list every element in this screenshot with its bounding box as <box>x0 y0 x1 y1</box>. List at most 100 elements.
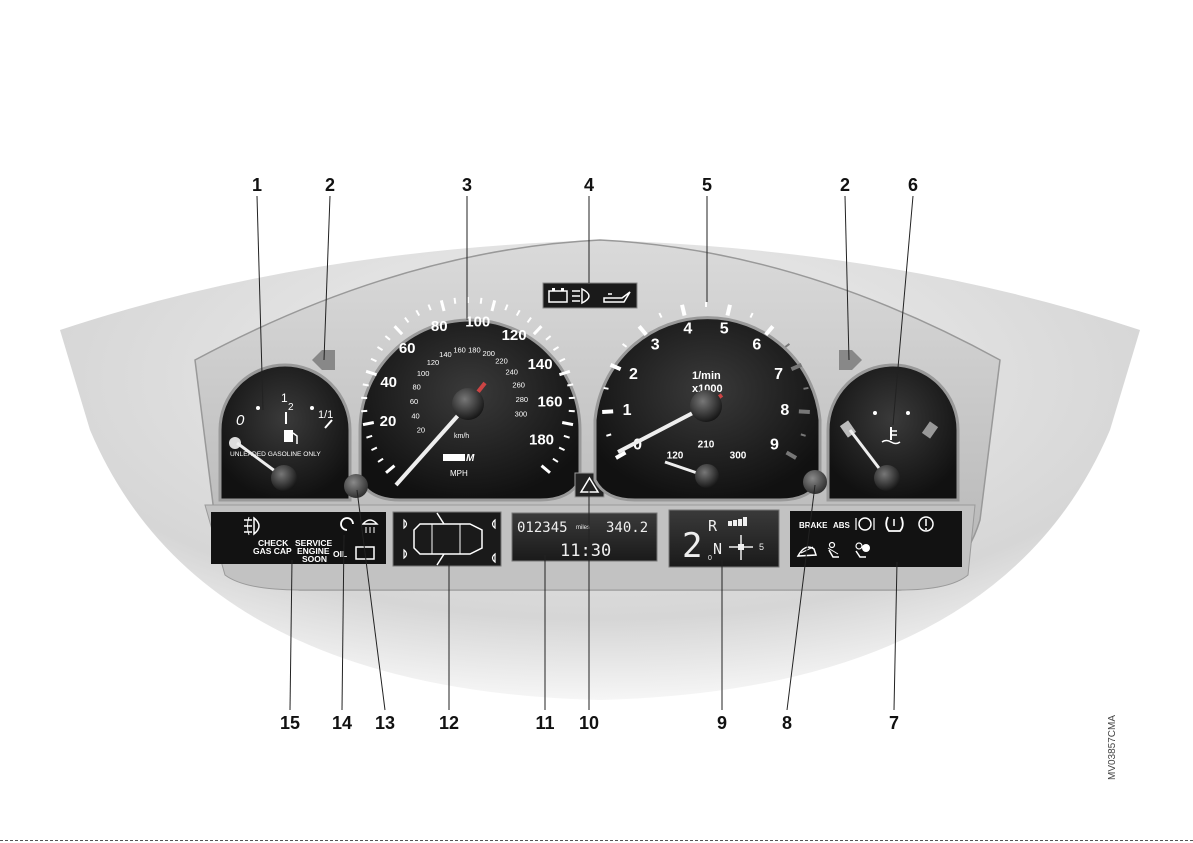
speedo-label: 80 <box>431 318 448 335</box>
speedo-inner-label: 80 <box>412 382 420 391</box>
tacho-tick <box>614 450 627 460</box>
tacho-tick <box>725 304 732 316</box>
speedo-tick <box>365 369 378 377</box>
odometer-unit: miles <box>576 525 590 531</box>
trip-value: 340.2 <box>606 520 648 536</box>
fuel-gauge: 0 1 2 1/1 UNLEADED GASOLINE ONLY <box>218 363 352 502</box>
brand-letter: M <box>466 453 475 464</box>
tacho-label: 7 <box>774 366 783 383</box>
speedo-inner-label: 140 <box>439 350 452 359</box>
speedo-tick <box>490 300 497 312</box>
car-outline-icon <box>413 512 483 566</box>
speedo-tick <box>439 300 446 312</box>
front-left-light-icon <box>403 518 408 530</box>
battery-icon <box>548 288 568 303</box>
tacho-tick <box>749 312 754 318</box>
speedo-tick <box>427 304 432 311</box>
tacho-tick <box>658 312 663 318</box>
speedo-tick <box>504 304 509 311</box>
speedo-tick <box>366 434 373 439</box>
gear-gate-icon <box>729 535 753 560</box>
odometer-value: 012345 <box>517 520 568 536</box>
speedo-label: 180 <box>529 431 554 448</box>
speedo-label: 60 <box>399 340 416 357</box>
left-reset-button[interactable] <box>344 474 368 498</box>
tacho-tick <box>637 325 648 337</box>
speedo-tick <box>552 457 559 463</box>
fuel-caption: UNLEADED GASOLINE ONLY <box>230 451 321 458</box>
gear-min: 0 <box>708 555 712 562</box>
general-warning-icon <box>918 516 934 532</box>
callout-number: 11 <box>535 713 554 733</box>
page-border <box>0 840 1193 841</box>
speedo-tick <box>540 464 551 474</box>
service-line1: SERVICE <box>295 538 332 548</box>
speedo-inner-label: 300 <box>515 410 528 419</box>
tacho-tick <box>798 409 810 415</box>
seat-belt-icon <box>827 541 839 558</box>
tire-pressure-icon <box>885 516 904 532</box>
speedo-tick <box>552 346 560 351</box>
fuel-mark-half-num: 1 <box>281 391 288 405</box>
service-line3: SOON <box>302 554 327 564</box>
check-line2: GAS CAP <box>253 546 292 556</box>
right-reset-button[interactable] <box>803 470 827 494</box>
speedo-label: 100 <box>465 314 490 331</box>
speedo-inner-label: 220 <box>495 357 508 366</box>
speedo-tick <box>453 297 457 304</box>
airbag-icon <box>855 542 870 558</box>
gate-number: 5 <box>759 542 764 552</box>
fuel-mark-empty: 0 <box>236 412 245 429</box>
tacho-label: 6 <box>752 337 761 354</box>
speedo-tick <box>559 357 566 363</box>
gear-letter-r: R <box>708 517 718 535</box>
tacho-label: 9 <box>770 437 779 454</box>
headlight-icon <box>572 287 590 305</box>
tacho-tick <box>609 362 622 372</box>
service-line2: ENGINE <box>297 546 330 556</box>
speedo-tick <box>515 309 521 317</box>
turn-signal-left-icon <box>312 350 335 370</box>
fuel-mark-half-den: 2 <box>288 402 294 413</box>
warning-lamp-strip <box>542 282 638 309</box>
gear-level-bars-icon <box>728 517 747 526</box>
oil-temp-label: 210 <box>698 440 715 451</box>
left-indicator-panel: CHECK GAS CAP SERVICE ENGINE SOON OIL <box>211 512 386 564</box>
speedo-inner-label: 120 <box>427 358 440 367</box>
speedo-label: 140 <box>528 356 553 373</box>
tacho-tick <box>790 362 803 372</box>
speedo-tick <box>404 316 410 323</box>
clock-value: 11:30 <box>560 541 611 561</box>
speedo-tick <box>558 446 565 452</box>
abs-label: ABS <box>833 521 851 530</box>
speedo-inner-label: 260 <box>512 380 525 389</box>
tacho-label: 3 <box>651 337 660 354</box>
tacho-unit-line1: 1/min <box>692 370 721 382</box>
oil-temp-label: 300 <box>730 451 747 462</box>
tacho-label: 2 <box>629 366 638 383</box>
speedo-tick <box>479 297 483 304</box>
tacho-tick <box>680 304 687 316</box>
speedo-tick <box>415 309 421 317</box>
fuel-pump-icon <box>284 430 298 444</box>
speedo-inner-label: 20 <box>417 425 425 434</box>
tacho-label: 1 <box>623 402 632 419</box>
callout-number: 15 <box>280 713 300 733</box>
callout-number: 6 <box>908 175 918 195</box>
turn-signal-right-icon <box>839 350 862 370</box>
tacho-tick <box>803 386 809 390</box>
oil-level-icon <box>355 546 375 560</box>
tacho-label: 8 <box>780 402 789 419</box>
tacho-tick <box>800 433 806 437</box>
tacho-tick <box>784 343 791 348</box>
right-indicator-panel: BRAKE ABS <box>790 511 962 567</box>
speedo-tick <box>526 316 532 323</box>
callout-number: 2 <box>325 175 335 195</box>
fuel-mark-full: 1/1 <box>318 409 333 421</box>
rear-window-defrost-icon <box>361 519 379 533</box>
oil-label: OIL <box>333 549 347 559</box>
callout-number: 3 <box>462 175 472 195</box>
tacho-tick <box>602 409 614 415</box>
